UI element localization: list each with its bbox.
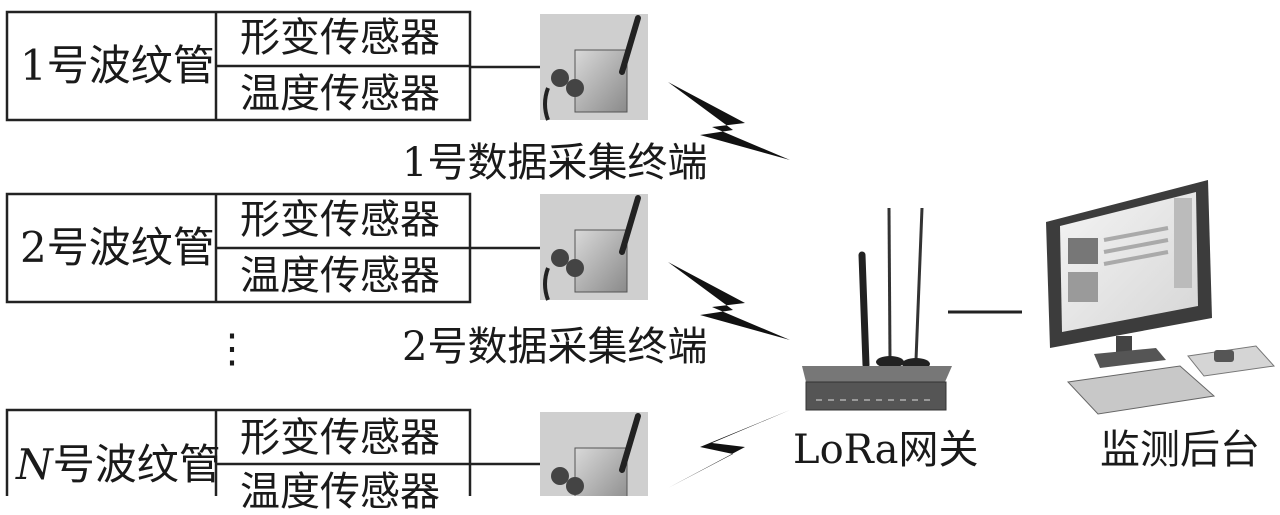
deformation-sensor-n: 形变传感器	[240, 415, 440, 461]
bellows-label-n-suffix: 号波纹管	[52, 440, 221, 489]
temperature-sensor-2: 温度传感器	[240, 253, 440, 299]
backend-label: 监测后台	[1100, 427, 1260, 473]
temperature-sensor-n: 温度传感器	[240, 469, 440, 515]
temperature-sensor-1: 温度传感器	[240, 71, 440, 117]
terminal-label-2: 2号数据采集终端	[402, 324, 708, 370]
lora-router-icon	[802, 207, 952, 411]
deformation-sensor-2: 形变传感器	[240, 197, 440, 243]
bellows-label-1: 1号波纹管	[20, 41, 215, 90]
wireless-signal-icon	[668, 410, 790, 488]
data-terminal-device-icon	[540, 412, 648, 496]
wireless-signal-icon	[668, 262, 790, 340]
bellows-label-n-prefix: N	[16, 440, 53, 489]
data-terminal-device-icon	[540, 194, 648, 301]
vertical-ellipsis: ⋮	[212, 326, 252, 372]
gateway-label: LoRa网关	[793, 427, 979, 473]
terminal-label-1: 1号数据采集终端	[402, 140, 708, 186]
wireless-signal-icon	[668, 82, 790, 160]
deformation-sensor-1: 形变传感器	[240, 15, 440, 61]
diagram-canvas	[5, 10, 1275, 496]
bellows-label-2: 2号波纹管	[20, 223, 215, 272]
bellows-label-n: N号波纹管	[16, 444, 221, 486]
bellows-table-n	[5, 408, 472, 496]
monitoring-system-diagram: 1号波纹管 形变传感器 温度传感器 1号数据采集终端 2号波纹管 形变传感器 温…	[5, 10, 1275, 512]
data-terminal-device-icon	[540, 14, 648, 121]
desktop-computer-icon	[1046, 180, 1275, 415]
